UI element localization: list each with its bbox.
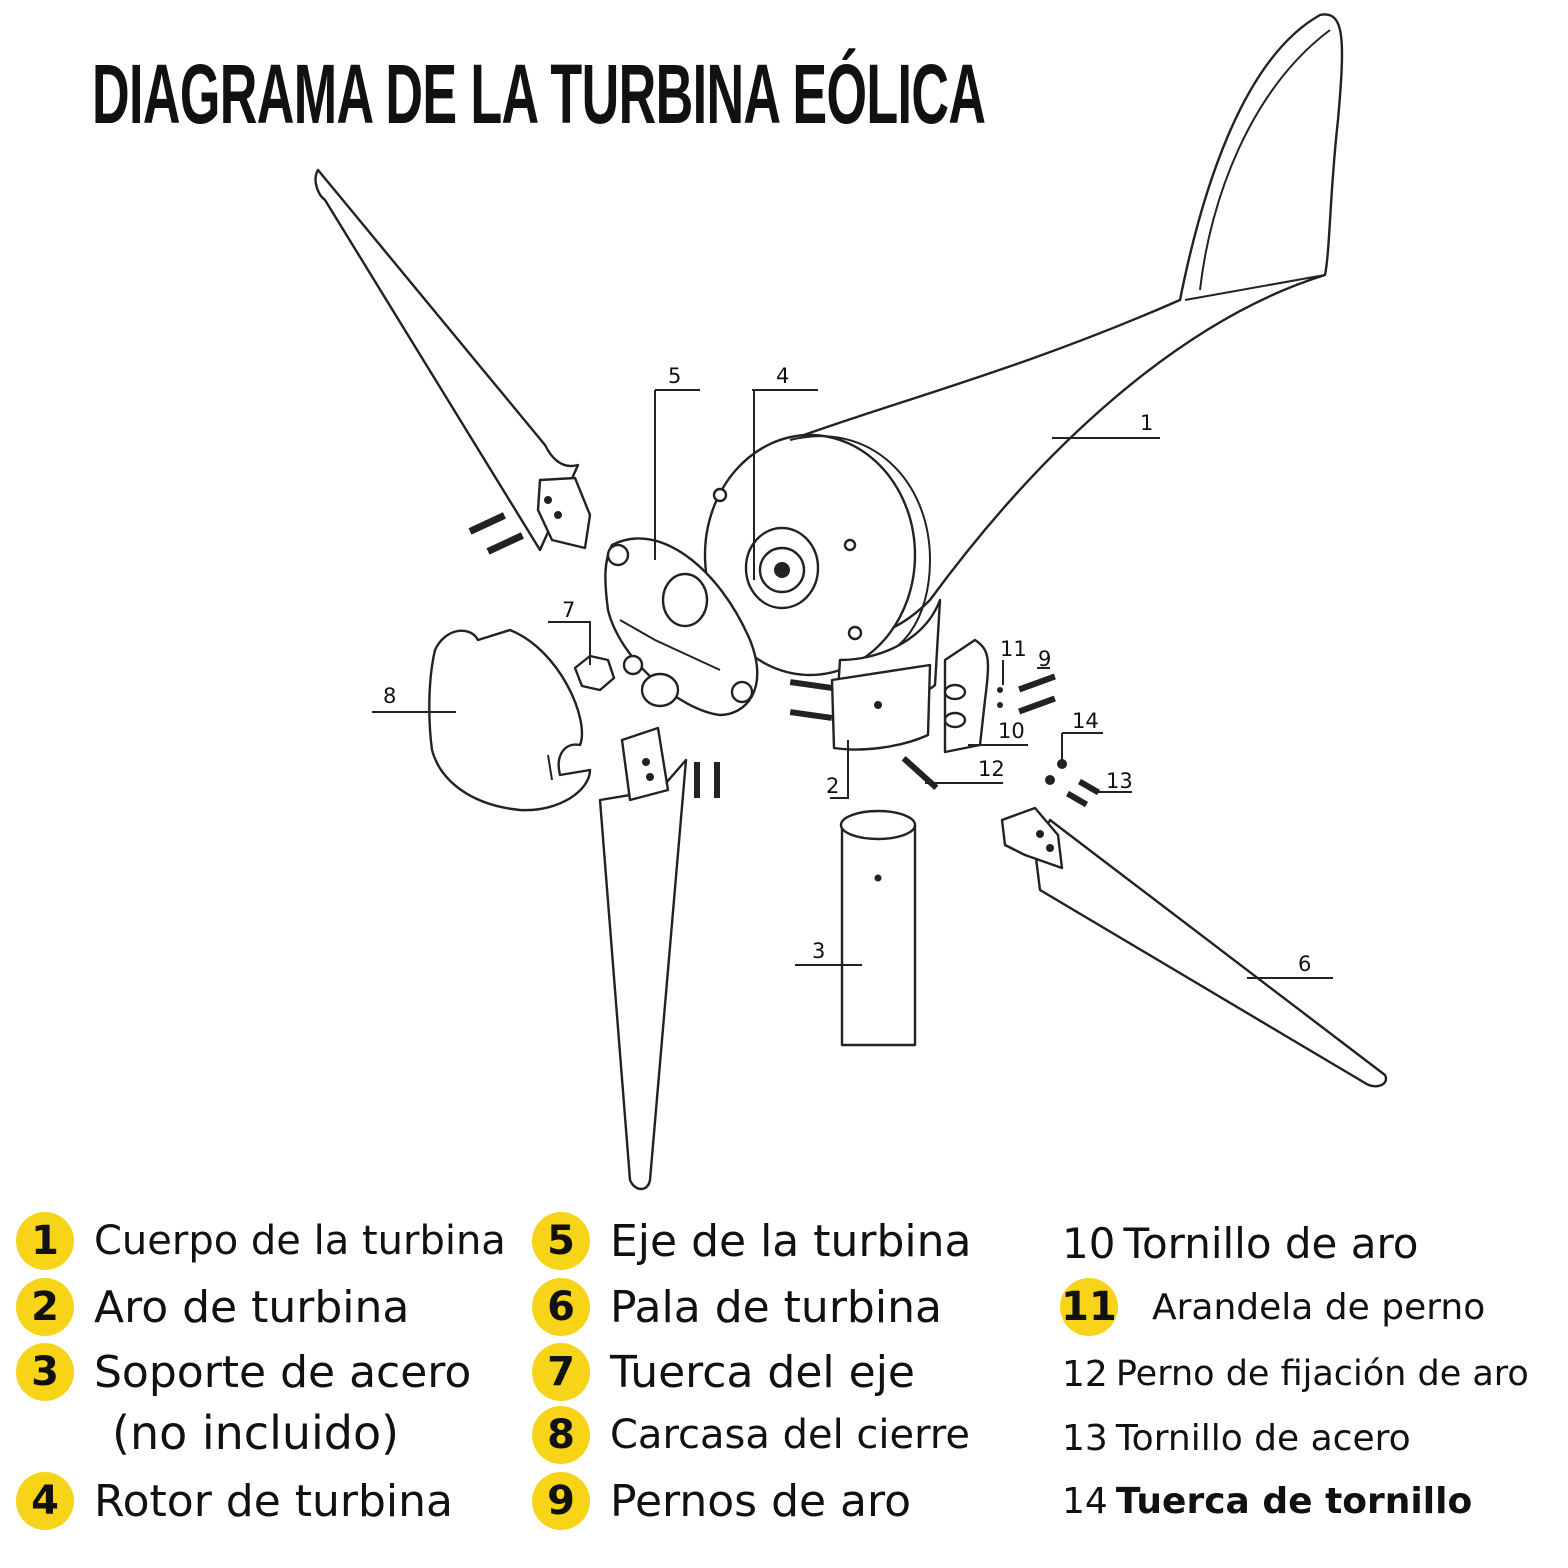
legend-label-5: Eje de la turbina xyxy=(610,1215,972,1267)
callout-6: 6 xyxy=(1298,952,1311,976)
callout-3: 3 xyxy=(812,939,825,963)
legend-item-9: 9 Pernos de aro xyxy=(532,1472,911,1530)
legend-badge-1: 1 xyxy=(16,1212,74,1270)
blade-root-upper xyxy=(536,476,592,550)
legend-badge-12: 12 xyxy=(1062,1353,1108,1395)
legend-badge-10: 10 xyxy=(1062,1218,1116,1268)
legend-item-13: 13 Tornillo de acero xyxy=(1062,1409,1411,1467)
callout-7: 7 xyxy=(562,598,575,622)
legend-label-4: Rotor de turbina xyxy=(94,1475,453,1527)
legend-label-7: Tuerca del eje xyxy=(610,1346,915,1398)
callout-2: 2 xyxy=(826,774,839,798)
legend-item-2: 2 Aro de turbina xyxy=(16,1278,409,1336)
legend-badge-11: 11 xyxy=(1060,1278,1118,1336)
leader-14 xyxy=(1061,732,1103,768)
legend-badge-8: 8 xyxy=(532,1406,590,1464)
legend-item-4: 4 Rotor de turbina xyxy=(16,1472,453,1530)
legend-item-11: 11 Arandela de perno xyxy=(1060,1278,1485,1336)
legend-item-10: 10 Tornillo de aro xyxy=(1062,1214,1419,1272)
legend-item-1: 1 Cuerpo de la turbina xyxy=(16,1212,506,1270)
legend-item-3: 3 Soporte de acero xyxy=(16,1343,471,1401)
blade-lower xyxy=(598,758,688,1191)
callout-12: 12 xyxy=(978,757,1005,781)
legend-label-6: Pala de turbina xyxy=(610,1281,942,1333)
legend-label-8: Carcasa del cierre xyxy=(610,1412,971,1458)
legend-badge-9: 9 xyxy=(532,1472,590,1530)
legend-item-6: 6 Pala de turbina xyxy=(532,1278,942,1336)
wind-turbine-exploded-diagram: 1 2 3 4 5 6 7 8 9 10 11 12 13 14 xyxy=(314,13,1388,1191)
legend-label-14: Tuerca de tornillo xyxy=(1115,1480,1473,1522)
legend-label-13: Tornillo de acero xyxy=(1115,1417,1411,1459)
legend-item-8: 8 Carcasa del cierre xyxy=(532,1406,970,1464)
legend-item-7: 7 Tuerca del eje xyxy=(532,1343,915,1401)
callout-5: 5 xyxy=(668,364,681,388)
blade-root-right xyxy=(1000,806,1064,870)
diagram-title: DIAGRAMA DE LA TURBINA EÓLICA xyxy=(92,47,986,141)
leader-2 xyxy=(830,740,849,799)
legend-badge-4: 4 xyxy=(16,1472,74,1530)
legend-item-14: 14 Tuerca de tornillo xyxy=(1062,1472,1472,1530)
legend-label-10: Tornillo de aro xyxy=(1123,1218,1419,1268)
callout-1: 1 xyxy=(1140,411,1153,435)
callout-14: 14 xyxy=(1072,709,1099,733)
legend-item-12: 12 Perno de fijación de aro xyxy=(1062,1345,1529,1403)
leader-4 xyxy=(752,389,818,580)
legend-badge-13: 13 xyxy=(1062,1417,1108,1459)
legend-item-5: 5 Eje de la turbina xyxy=(532,1212,971,1270)
callout-8: 8 xyxy=(383,684,396,708)
nose-cone xyxy=(428,628,592,812)
legend-label-1: Cuerpo de la turbina xyxy=(94,1218,506,1264)
legend-badge-7: 7 xyxy=(532,1343,590,1401)
steel-pole xyxy=(840,825,917,1047)
callout-10: 10 xyxy=(998,719,1025,743)
legend-badge-3: 3 xyxy=(16,1343,74,1401)
legend-label-3: Soporte de acero xyxy=(94,1346,472,1398)
legend-badge-6: 6 xyxy=(532,1278,590,1336)
legend-label-12: Perno de fijación de aro xyxy=(1115,1354,1529,1394)
leader-7 xyxy=(548,621,591,665)
callout-4: 4 xyxy=(776,364,789,388)
blade-right xyxy=(1033,818,1388,1088)
legend-label-3-continuation: (no incluido) xyxy=(112,1406,400,1460)
leader-5 xyxy=(654,389,700,560)
legend-label-9: Pernos de aro xyxy=(610,1475,912,1527)
callout-9: 9 xyxy=(1038,647,1051,671)
legend-label-11: Arandela de perno xyxy=(1152,1286,1486,1328)
callout-11: 11 xyxy=(1000,637,1027,661)
legend-badge-5: 5 xyxy=(532,1212,590,1270)
legend-badge-14: 14 xyxy=(1062,1480,1108,1522)
legend-label-2: Aro de turbina xyxy=(94,1281,410,1333)
shaft-nut xyxy=(573,654,616,692)
legend-badge-2: 2 xyxy=(16,1278,74,1336)
callout-13: 13 xyxy=(1106,769,1133,793)
